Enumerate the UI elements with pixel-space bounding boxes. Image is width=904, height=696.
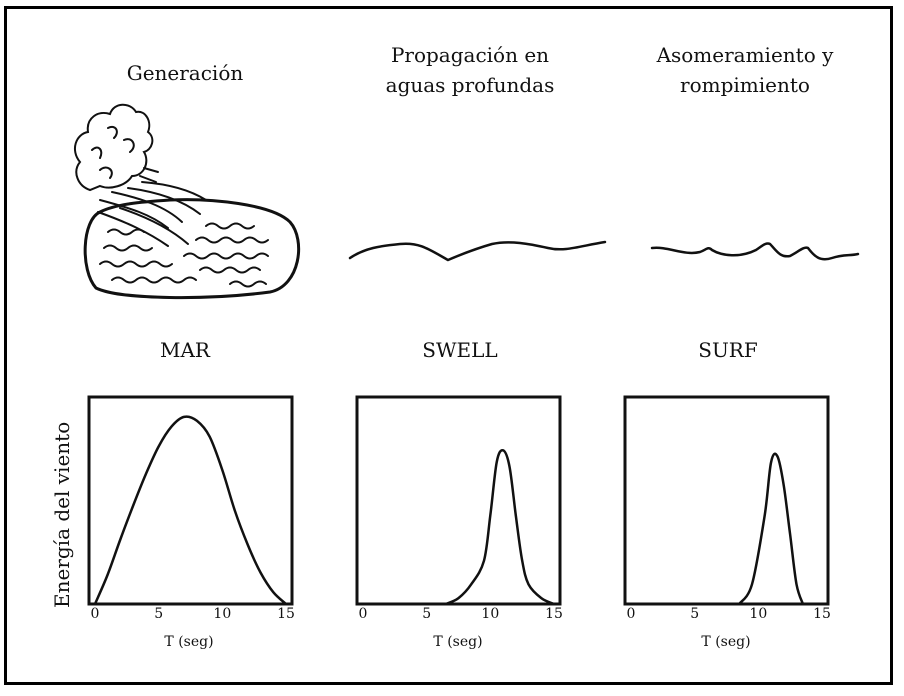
x-tick-label-surf-0: 0 bbox=[626, 606, 636, 622]
chart-frame-mar bbox=[87, 395, 294, 606]
stage-label-surf: SURF bbox=[698, 338, 758, 362]
heading-shoaling: Asomeramiento y rompimiento bbox=[656, 43, 834, 97]
spectrum-curve-surf bbox=[737, 452, 805, 606]
x-axis-label-mar: T (seg) bbox=[164, 634, 214, 650]
x-tick-label-surf-15: 15 bbox=[813, 606, 831, 622]
x-axis-label-swell: T (seg) bbox=[433, 634, 483, 650]
x-tick-label-swell-15: 15 bbox=[545, 606, 563, 622]
x-tick-label-swell-0: 0 bbox=[358, 606, 368, 622]
x-tick-label-surf-5: 5 bbox=[690, 606, 700, 622]
chart-mar bbox=[87, 395, 294, 606]
x-tick-label-mar-5: 5 bbox=[154, 606, 164, 622]
spectrum-curve-mar bbox=[93, 415, 288, 606]
heading-propagation: Propagación en aguas profundas bbox=[385, 43, 555, 97]
chart-swell bbox=[355, 395, 562, 606]
x-tick-label-mar-15: 15 bbox=[277, 606, 295, 622]
chart-surf bbox=[623, 395, 830, 606]
x-tick-label-mar-0: 0 bbox=[90, 606, 100, 622]
spectrum-curve-swell bbox=[444, 448, 556, 606]
stage-label-swell: SWELL bbox=[422, 338, 498, 362]
x-axis-label-surf: T (seg) bbox=[701, 634, 751, 650]
x-tick-label-swell-5: 5 bbox=[422, 606, 432, 622]
stage-label-mar: MAR bbox=[160, 338, 210, 362]
x-tick-label-swell-10: 10 bbox=[481, 606, 500, 622]
chart-frame-swell bbox=[355, 395, 562, 606]
heading-generation: Generación bbox=[126, 61, 244, 85]
x-tick-label-mar-10: 10 bbox=[213, 606, 232, 622]
x-tick-label-surf-10: 10 bbox=[749, 606, 768, 622]
chart-frame-surf bbox=[623, 395, 830, 606]
